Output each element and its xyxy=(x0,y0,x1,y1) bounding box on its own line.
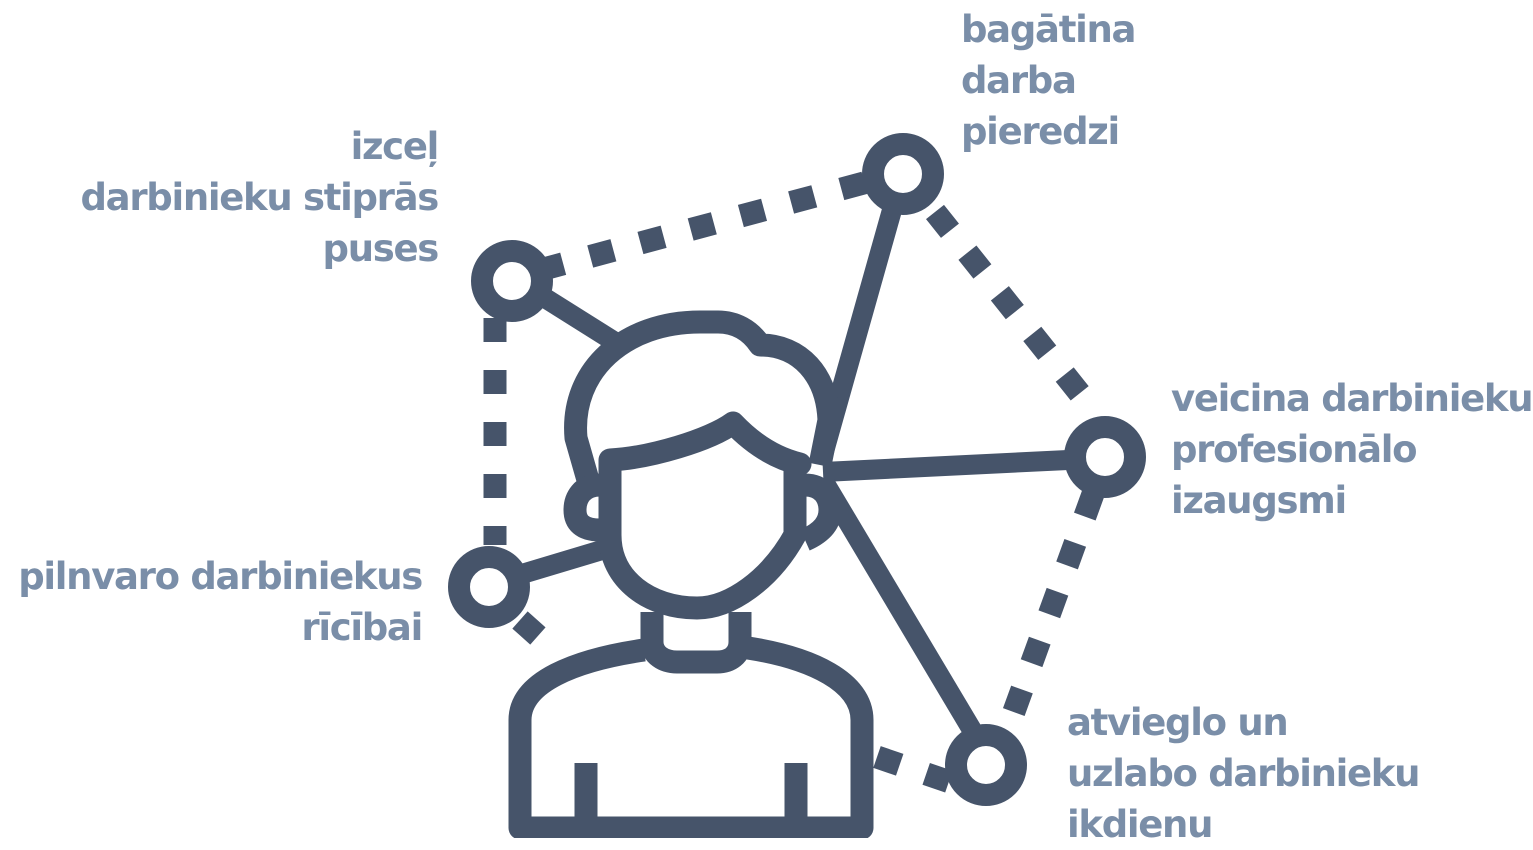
face-shape xyxy=(598,460,807,620)
dashed-connections xyxy=(483,168,1104,793)
node-right xyxy=(1064,416,1146,498)
person-icon xyxy=(508,310,874,838)
label-bottom-right: atvieglo un uzlabo darbinieku ikdienu xyxy=(1067,697,1420,850)
dashed-line-top-left-to-top xyxy=(537,168,878,282)
right-ear-shape xyxy=(799,473,842,551)
label-line: puses xyxy=(322,227,440,270)
node-bottom-right xyxy=(945,724,1027,806)
dashed-line-right-to-bottom-right xyxy=(997,490,1104,732)
label-line: rīcībai xyxy=(301,606,423,649)
left-ear-shape xyxy=(563,473,602,542)
solid-line-left-to-head xyxy=(519,540,605,584)
fringe-shape xyxy=(598,411,812,476)
dashed-line-person-to-bottom-right xyxy=(873,746,954,793)
dashed-line-top-to-right xyxy=(926,204,1094,408)
label-line: darbinieku stiprās xyxy=(80,176,439,219)
node-top-left xyxy=(471,240,553,322)
label-line: profesionālo xyxy=(1171,428,1418,471)
solid-line-top-left-to-head xyxy=(539,289,621,351)
node-top xyxy=(862,133,944,215)
label-top-left: izceļ darbinieku stiprās puses xyxy=(80,121,440,274)
label-top-center: bagātina darba pieredzi xyxy=(961,4,1136,157)
hair-shape xyxy=(564,310,841,484)
neck-shape xyxy=(640,612,752,674)
label-line: bagātina xyxy=(961,8,1136,51)
solid-connections xyxy=(519,207,1069,741)
shoulders-shape xyxy=(508,636,874,838)
label-line: uzlabo darbinieku xyxy=(1067,752,1420,795)
label-line: pieredzi xyxy=(961,110,1120,153)
label-left: pilnvaro darbiniekus rīcībai xyxy=(18,551,423,653)
label-line: izceļ xyxy=(350,125,440,168)
label-right: veicina darbinieku profesionālo izaugsmi xyxy=(1171,373,1533,526)
label-line: veicina darbinieku xyxy=(1171,377,1533,420)
node-rings xyxy=(448,133,1146,806)
dashed-line-left-to-person xyxy=(512,611,556,654)
label-line: izaugsmi xyxy=(1171,479,1347,522)
label-line: ikdienu xyxy=(1067,803,1213,846)
label-line: darba xyxy=(961,59,1077,102)
solid-line-head-to-right xyxy=(822,450,1069,482)
node-left xyxy=(448,546,530,628)
label-line: atvieglo un xyxy=(1067,701,1289,744)
label-line: pilnvaro darbiniekus xyxy=(18,555,423,598)
solid-line-head-to-bottom-right xyxy=(814,474,984,741)
